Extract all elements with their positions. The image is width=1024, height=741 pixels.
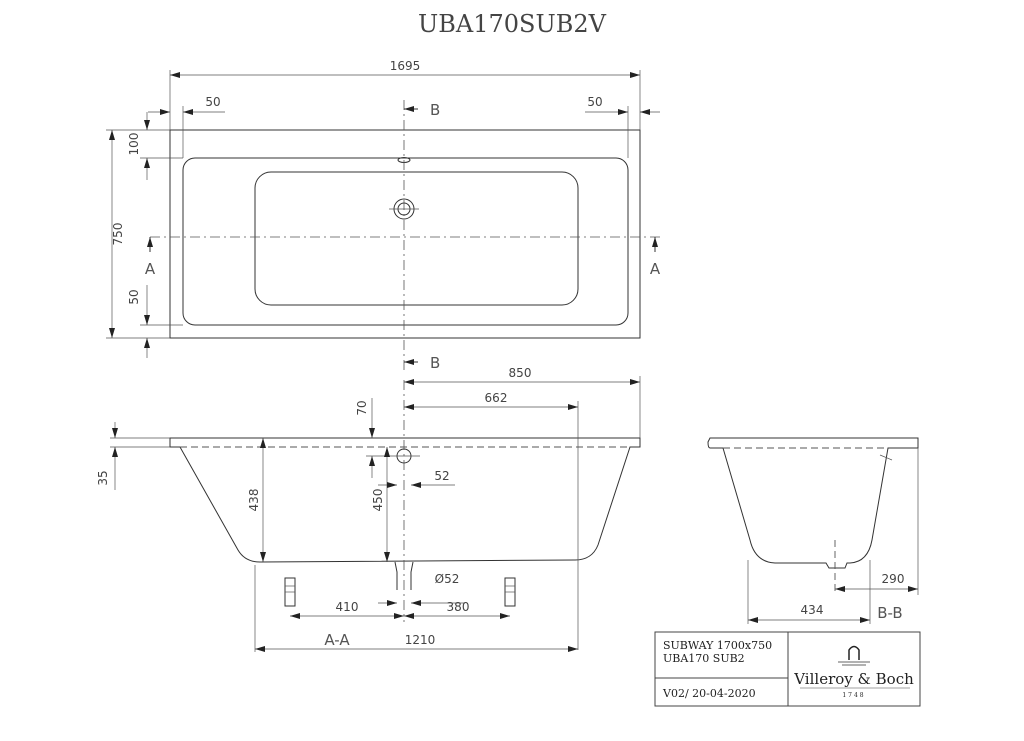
top-view: 1695 50 50 B B 750 100 50 A A [106,59,661,372]
dim-450: 450 [371,489,385,512]
dim-410: 410 [336,600,359,614]
dim-438: 438 [247,489,261,512]
section-b-bottom-label: B [430,354,440,372]
dim-length: 1695 [390,59,421,73]
dim-434: 434 [801,603,824,617]
dim-290: 290 [882,572,905,586]
tub-profile [169,437,641,563]
dim-70: 70 [355,400,369,415]
section-a-left-label: A [145,260,156,278]
tub-profile [707,437,919,569]
tub-inner-rim [182,157,629,326]
dim-35: 35 [96,470,110,485]
dim-rim-top: 100 [127,133,141,156]
product-name: SUBWAY 1700x750 [663,639,772,652]
tub-outline [169,129,641,339]
version-date: V02/ 20-04-2020 [662,687,756,700]
dim-850: 850 [509,366,532,380]
drawing-title: UBA170SUB2V [418,10,607,38]
dim-rim-right: 50 [587,95,602,109]
section-bb-label: B-B [877,604,902,622]
dim-rim-left: 50 [205,95,220,109]
dim-662: 662 [485,391,508,405]
dim-rim-bottom: 50 [127,289,141,304]
section-bb-view: 290 434 B-B [707,437,919,624]
dim-380: 380 [447,600,470,614]
dim-1210: 1210 [405,633,436,647]
foot-right-icon [504,577,516,607]
drain-pipe [394,561,414,590]
brand-name: Villeroy & Boch [793,670,914,688]
dim-dia52: Ø52 [435,572,460,586]
section-b-top-label: B [430,101,440,119]
product-code: UBA170 SUB2 [663,652,745,665]
dim-width: 750 [111,223,125,246]
brand-year: 1748 [842,692,865,699]
dim-52: 52 [434,469,449,483]
section-a-right-label: A [650,260,661,278]
title-block: SUBWAY 1700x750 UBA170 SUB2 V02/ 20-04-2… [654,631,921,707]
brand-logo-icon [838,645,870,666]
foot-left-icon [284,577,296,607]
section-aa-view: 850 662 70 35 438 450 52 Ø52 410 380 121… [96,366,641,652]
section-aa-label: A-A [324,631,350,649]
tub-basin [254,171,579,306]
